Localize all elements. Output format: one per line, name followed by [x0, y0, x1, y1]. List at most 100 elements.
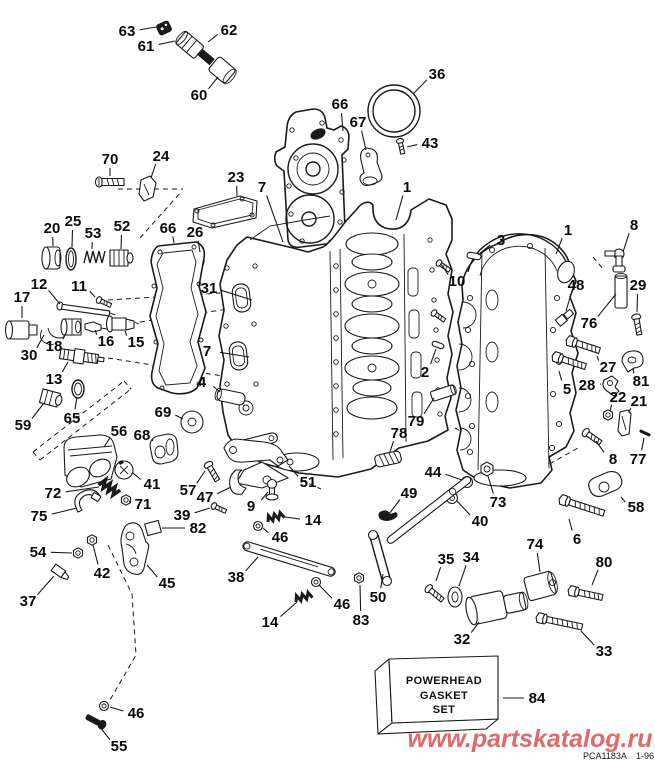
ball-stud-9	[265, 478, 279, 501]
leader-line-83	[359, 584, 362, 612]
thermostat-housing-56	[63, 434, 118, 488]
gasket-box-line3: SET	[433, 704, 456, 716]
exhaust-plate-66	[149, 241, 207, 395]
callout-82: 82	[190, 520, 207, 537]
leader-line-11	[89, 290, 96, 298]
link-50	[367, 529, 393, 587]
grommet-81	[621, 350, 644, 373]
leader-line-39	[194, 507, 211, 514]
leader-line-34	[458, 565, 467, 587]
washer-46-lower	[310, 576, 322, 588]
leader-line-40	[456, 500, 471, 516]
nut-54	[72, 547, 84, 559]
leader-line-38	[245, 556, 259, 572]
callout-31: 31	[201, 280, 218, 297]
washer-69	[180, 410, 204, 434]
leader-line-75	[51, 507, 78, 515]
leader-line-4	[213, 385, 221, 393]
leader-line-14	[284, 516, 301, 520]
leader-line-81	[632, 368, 635, 374]
leader-line-78	[389, 440, 394, 453]
screw-43	[395, 137, 407, 155]
retainer-67	[359, 147, 383, 187]
leader-line-22	[609, 404, 613, 412]
pin-77	[639, 429, 651, 437]
leader-line-14	[280, 601, 298, 618]
leader-line-13	[61, 361, 69, 373]
leader-line-44	[445, 473, 463, 481]
leader-line-8	[622, 233, 630, 253]
callout-7: 7	[203, 343, 211, 360]
leader-line-45	[146, 564, 158, 578]
connector-48	[554, 308, 575, 327]
callout-39: 39	[174, 507, 191, 524]
callout-25: 25	[65, 213, 82, 230]
callout-6: 6	[573, 531, 581, 548]
callout-13: 13	[46, 371, 63, 388]
spring-14-lower	[292, 590, 314, 604]
leader-line-71	[128, 500, 131, 503]
leader-line-46	[262, 527, 269, 534]
leader-line-24	[150, 164, 157, 179]
link-rod-38	[242, 541, 336, 577]
screw-55	[85, 714, 107, 730]
callout-78: 78	[391, 425, 408, 442]
leader-line-8	[595, 440, 605, 453]
bracket-21	[617, 409, 632, 437]
callout-29: 29	[630, 277, 647, 294]
leader-line-33	[580, 630, 595, 646]
leader-line-18	[62, 332, 67, 340]
leader-line-1	[395, 195, 404, 221]
callout-72: 72	[45, 485, 62, 502]
leader-line-67	[361, 130, 367, 151]
callout-20: 20	[44, 220, 61, 237]
bolt-33	[534, 611, 584, 633]
callout-32: 32	[454, 631, 471, 648]
lever-51	[223, 438, 289, 467]
callout-63: 63	[119, 23, 136, 40]
leader-line-51	[288, 465, 299, 477]
leader-line-62	[207, 34, 219, 43]
plug-52	[109, 249, 134, 267]
leader-line-32	[470, 621, 480, 633]
leader-line-63	[139, 26, 157, 31]
anode-16	[84, 321, 108, 333]
leader-line-37	[36, 575, 55, 596]
callout-76: 76	[581, 315, 598, 332]
spring-53	[83, 250, 106, 264]
callout-41: 41	[144, 476, 161, 493]
leader-line-47	[216, 486, 232, 495]
leader-line-69	[175, 414, 184, 420]
engine-drawing	[4, 20, 651, 730]
callout-30: 30	[21, 347, 38, 364]
callout-16: 16	[98, 333, 115, 350]
gasket-box-line1: POWERHEAD	[406, 675, 482, 687]
callout-69: 69	[155, 404, 172, 421]
callout-60: 60	[191, 87, 208, 104]
callout-70: 70	[102, 151, 119, 168]
callout-47: 47	[197, 489, 214, 506]
callout-46: 46	[128, 705, 145, 722]
leader-line-65	[74, 396, 78, 410]
callout-21: 21	[631, 393, 648, 410]
callout-75: 75	[31, 508, 48, 525]
leader-line-21	[628, 407, 632, 414]
cam-47	[229, 469, 247, 495]
callout-35: 35	[438, 551, 455, 568]
shift-rod-49	[386, 476, 472, 544]
leader-line-59	[31, 402, 45, 419]
leader-line-43	[406, 144, 418, 148]
callout-10: 10	[449, 273, 466, 290]
leader-line-2	[430, 348, 437, 365]
plug-59	[38, 388, 63, 408]
leader-line-16	[94, 329, 98, 335]
leader-line-35	[435, 567, 442, 582]
callout-15: 15	[128, 334, 145, 351]
washer-46-mid	[252, 520, 264, 532]
callout-48: 48	[568, 277, 585, 294]
callout-58: 58	[628, 499, 645, 516]
fitting-8-top	[604, 248, 626, 273]
leader-line-27	[596, 355, 600, 361]
callout-79: 79	[408, 413, 425, 430]
seal-78	[374, 450, 402, 468]
